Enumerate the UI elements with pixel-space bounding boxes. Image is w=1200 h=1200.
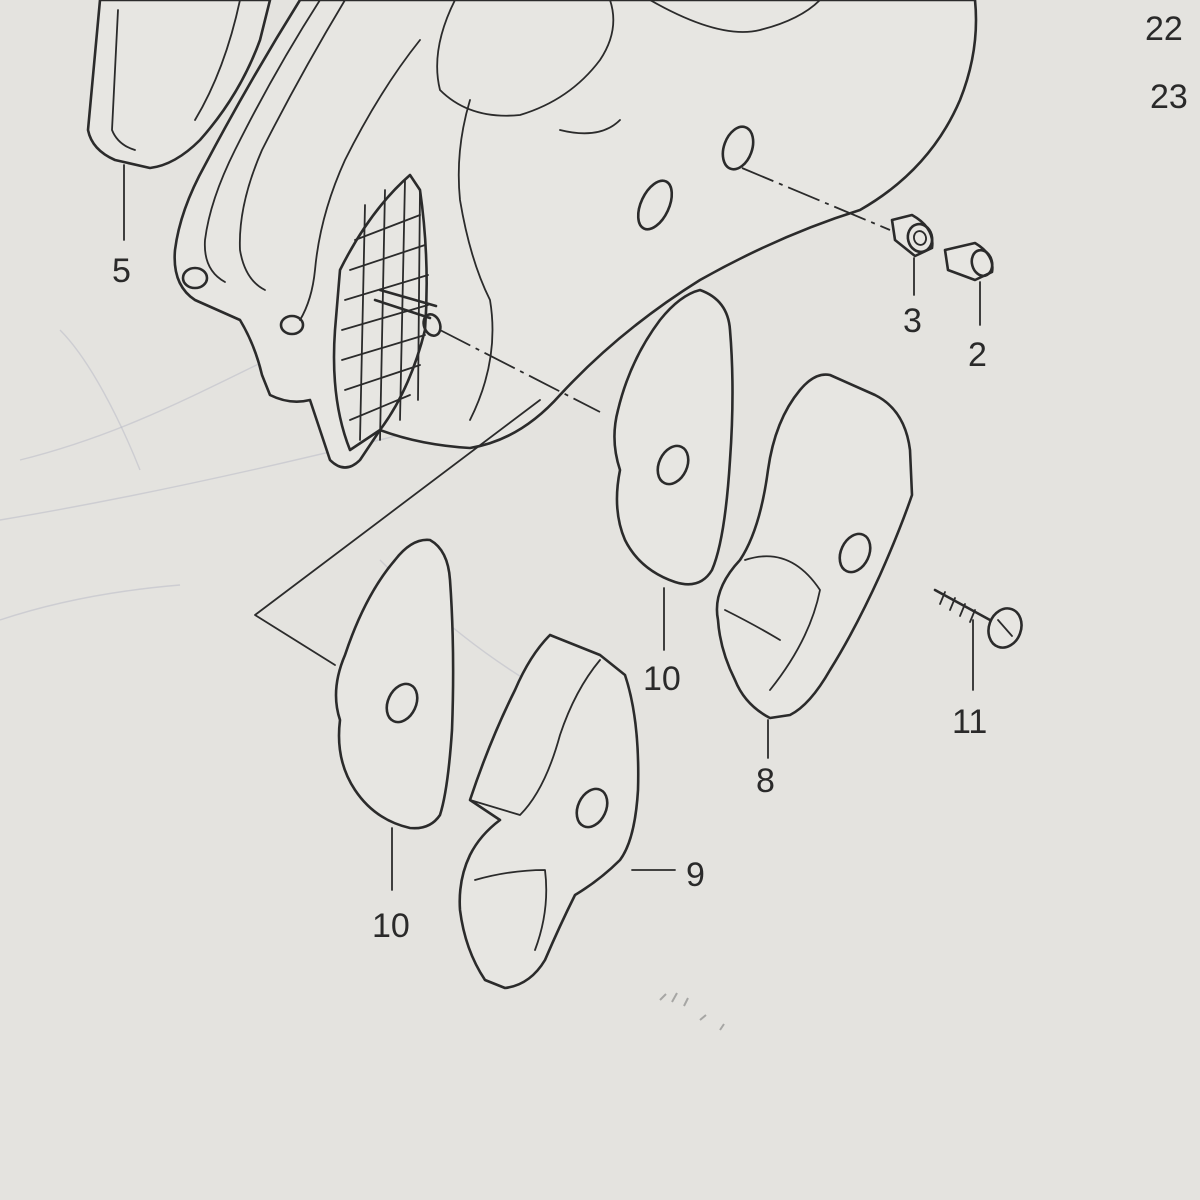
callout-9: 9 [686, 856, 705, 894]
part-10-upper-plate [613, 288, 734, 586]
part-10-lower-plate [334, 538, 455, 830]
callout-22: 22 [1145, 10, 1183, 48]
callout-8: 8 [756, 762, 775, 800]
part-11-screw [933, 588, 1023, 649]
callout-2: 2 [968, 336, 987, 374]
assembly-bracket-line [254, 399, 541, 666]
callout-5: 5 [112, 252, 131, 290]
callout-3: 3 [903, 302, 922, 340]
mesh-screen [341, 179, 429, 441]
callout-10-upper: 10 [643, 660, 681, 698]
part-3-collar [890, 213, 934, 258]
crankcase-housing [173, 0, 978, 469]
center-line-shaft [439, 329, 601, 413]
part-8-shield [715, 373, 914, 720]
part-5-cover [86, 0, 272, 170]
callout-23: 23 [1150, 78, 1188, 116]
callout-11: 11 [952, 703, 987, 741]
ink-smudge [659, 992, 725, 1031]
part-9-shield [458, 633, 640, 990]
part-2-bushing [943, 241, 994, 282]
callout-10-lower: 10 [372, 907, 410, 945]
center-line-upper [741, 167, 891, 231]
